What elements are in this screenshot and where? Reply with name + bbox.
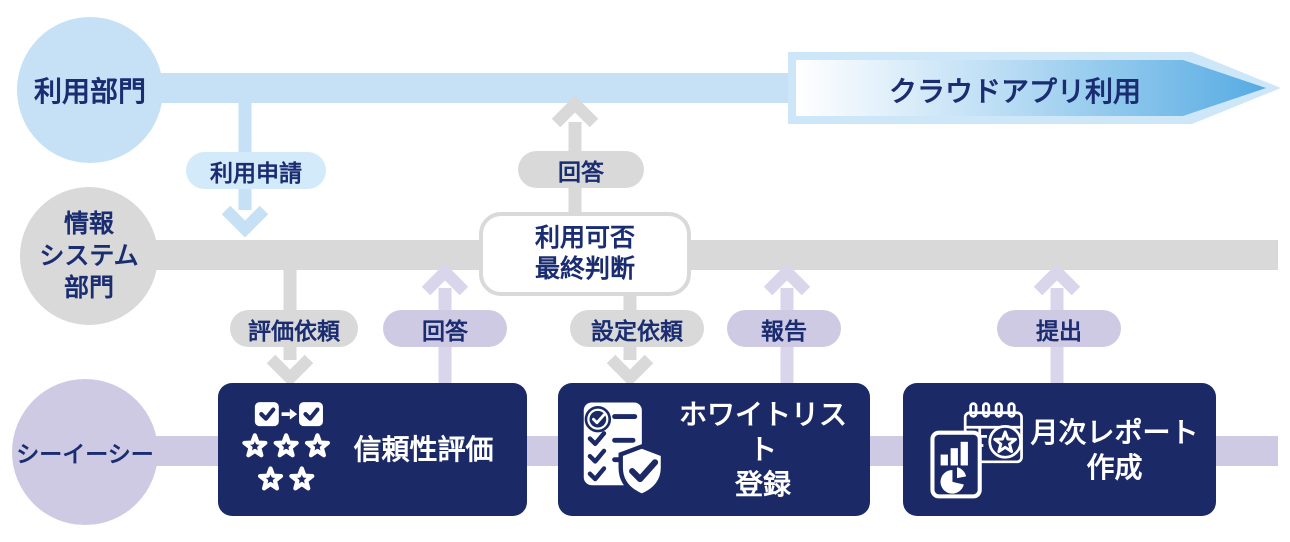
setting-request-pill: 設定依頼 bbox=[570, 310, 704, 347]
lane-cec-label: シーイーシー bbox=[16, 441, 154, 467]
star-rating-icon bbox=[242, 401, 334, 500]
application-pill: 利用申請 bbox=[186, 152, 326, 189]
task-monthly-report-label: 月次レポート 作成 bbox=[1030, 416, 1199, 483]
report-calendar-icon bbox=[930, 401, 1023, 498]
final-decision-label: 利用可否 最終判断 bbox=[534, 223, 635, 283]
answer-to-user-pill: 回答 bbox=[518, 151, 644, 188]
final-decision-box: 利用可否 最終判断 bbox=[479, 212, 691, 296]
task-card-whitelist-registration: ホワイトリスト 登録 bbox=[558, 383, 870, 516]
cloud-usage-arrow-label: クラウドアプリ利用 bbox=[888, 76, 1141, 107]
evaluation-request-pill: 評価依頼 bbox=[230, 310, 358, 347]
usage-dept-lane-bar bbox=[90, 73, 788, 103]
lane-usage-dept-circle: 利用部門 bbox=[17, 17, 163, 163]
task-card-trust-evaluation: 信頼性評価 bbox=[218, 383, 527, 516]
report-pill: 報告 bbox=[727, 310, 841, 347]
task-trust-evaluation-label: 信頼性評価 bbox=[353, 434, 494, 465]
task-card-monthly-report: 月次レポート 作成 bbox=[903, 383, 1216, 516]
task-whitelist-label: ホワイトリスト 登録 bbox=[678, 399, 847, 500]
lane-usage-dept-label: 利用部門 bbox=[33, 76, 146, 107]
checklist-shield-icon bbox=[583, 401, 666, 498]
submission-pill: 提出 bbox=[997, 310, 1121, 347]
lane-it-dept-label: 情報 システム 部門 bbox=[39, 210, 139, 302]
lane-cec-circle: シーイーシー bbox=[12, 379, 158, 525]
answer-to-it-pill: 回答 bbox=[383, 310, 507, 347]
lane-it-dept-circle: 情報 システム 部門 bbox=[20, 187, 158, 325]
